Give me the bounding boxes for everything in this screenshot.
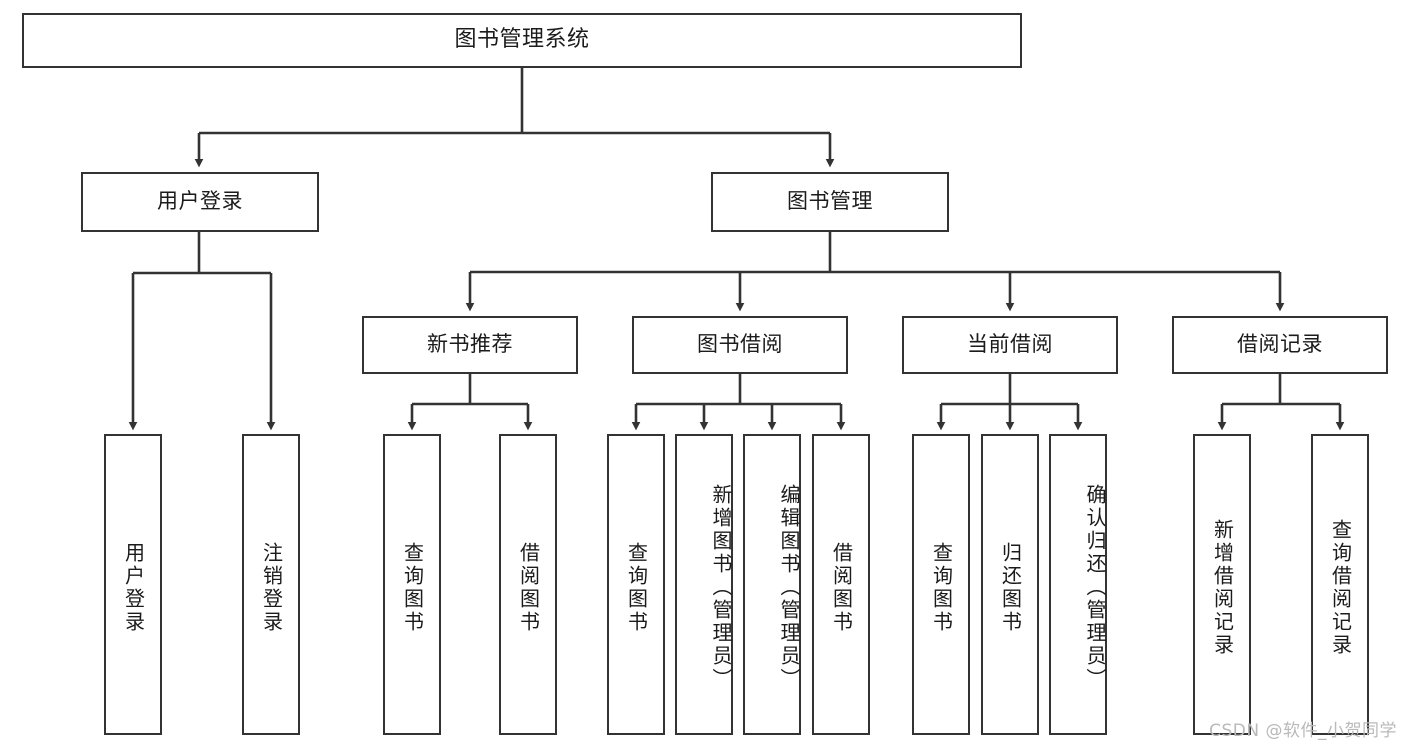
- leaf-label: 确认归还（管理员）: [1083, 484, 1107, 691]
- node-book-management[interactable]: 图书管理: [711, 172, 949, 232]
- leaf-label: 注销登录: [259, 541, 284, 634]
- node-root-library-management-system[interactable]: 图书管理系统: [22, 13, 1022, 68]
- leaf-current-borrow-query-book[interactable]: 查询图书: [912, 434, 970, 735]
- node-user-login[interactable]: 用户登录: [81, 172, 319, 232]
- leaf-current-borrow-return-book[interactable]: 归还图书: [981, 434, 1039, 735]
- leaf-label: 查询图书: [400, 541, 425, 634]
- leaf-label: 查询图书: [929, 541, 954, 634]
- leaf-book-borrow-edit-book-admin[interactable]: 编辑图书（管理员）: [743, 434, 801, 735]
- leaf-new-book-borrow-book[interactable]: 借阅图书: [499, 434, 557, 735]
- leaf-label: 新增借阅记录: [1210, 518, 1235, 657]
- node-borrow-record[interactable]: 借阅记录: [1172, 316, 1388, 374]
- leaf-book-borrow-query-book[interactable]: 查询图书: [607, 434, 665, 735]
- leaf-user-login-logout[interactable]: 注销登录: [242, 434, 300, 735]
- node-current-borrow[interactable]: 当前借阅: [902, 316, 1118, 374]
- node-new-book-recommend[interactable]: 新书推荐: [362, 316, 578, 374]
- leaf-borrow-record-query-record[interactable]: 查询借阅记录: [1311, 434, 1369, 735]
- node-book-borrow[interactable]: 图书借阅: [632, 316, 848, 374]
- leaf-label: 查询借阅记录: [1328, 518, 1353, 657]
- leaf-new-book-query-book[interactable]: 查询图书: [383, 434, 441, 735]
- leaf-borrow-record-add-record[interactable]: 新增借阅记录: [1193, 434, 1251, 735]
- leaf-current-borrow-confirm-return-admin[interactable]: 确认归还（管理员）: [1049, 434, 1107, 735]
- leaf-label: 借阅图书: [829, 541, 854, 634]
- leaf-user-login-login[interactable]: 用户登录: [104, 434, 162, 735]
- leaf-label: 归还图书: [998, 541, 1023, 634]
- leaf-book-borrow-borrow-book[interactable]: 借阅图书: [812, 434, 870, 735]
- leaf-label: 新增图书（管理员）: [709, 484, 733, 691]
- leaf-label: 用户登录: [121, 541, 146, 634]
- leaf-label: 借阅图书: [516, 541, 541, 634]
- leaf-book-borrow-add-book-admin[interactable]: 新增图书（管理员）: [675, 434, 733, 735]
- csdn-watermark: CSDN @软件_小贺同学: [1209, 721, 1397, 741]
- leaf-label: 编辑图书（管理员）: [777, 484, 801, 691]
- leaf-label: 查询图书: [624, 541, 649, 634]
